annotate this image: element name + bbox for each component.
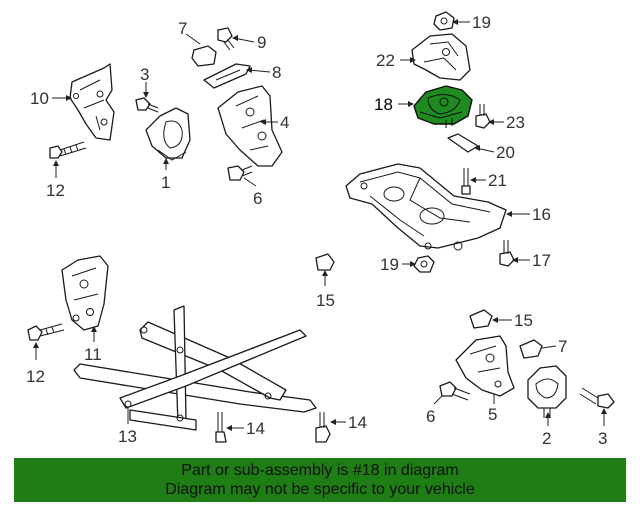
callout-3-lower: 3 xyxy=(598,429,607,448)
info-banner: Part or sub-assembly is #18 in diagram D… xyxy=(14,458,626,502)
part-17-bolt[interactable] xyxy=(499,240,515,267)
callout-8: 8 xyxy=(272,63,281,82)
part-12-bolt-lower[interactable] xyxy=(27,323,65,341)
callout-19-upper: 19 xyxy=(472,13,491,32)
part-6-bolt-upper[interactable] xyxy=(227,165,253,181)
part-7-pad-lower[interactable] xyxy=(519,339,543,359)
part-4-bracket[interactable] xyxy=(217,85,283,167)
callout-22: 22 xyxy=(376,51,395,70)
callout-14-right: 14 xyxy=(348,413,367,432)
part-1-engine-mount[interactable] xyxy=(145,107,191,161)
part-19-nut-lower[interactable] xyxy=(413,255,435,273)
part-15-pad-right[interactable] xyxy=(469,309,493,329)
callout-4: 4 xyxy=(280,113,289,132)
part-7-pad-upper[interactable] xyxy=(191,45,217,67)
callout-18-highlighted: 18 xyxy=(374,95,393,114)
callout-10: 10 xyxy=(30,89,49,108)
callout-19-lower: 19 xyxy=(380,255,399,274)
callout-11: 11 xyxy=(84,345,102,364)
part-11-bracket[interactable] xyxy=(61,255,109,331)
parts-diagram: 7 9 8 3 10 4 1 12 6 19 22 18 23 20 21 16… xyxy=(26,11,615,448)
callout-7-lower: 7 xyxy=(558,337,567,356)
part-3-bolt-lower[interactable] xyxy=(579,387,615,409)
part-15-pad-center[interactable] xyxy=(315,253,335,271)
part-8-plate[interactable] xyxy=(203,63,251,89)
part-18-transmission-mount-highlighted[interactable] xyxy=(413,85,473,128)
part-23-bolt[interactable] xyxy=(475,104,491,129)
part-2-mount[interactable] xyxy=(527,365,567,418)
banner-line-2: Diagram may not be specific to your vehi… xyxy=(165,481,475,498)
callout-15-right: 15 xyxy=(514,311,533,330)
part-10-bracket[interactable] xyxy=(69,63,115,141)
part-22-mount-bracket[interactable] xyxy=(411,33,471,81)
part-20-shim[interactable] xyxy=(447,133,479,153)
callout-3-upper: 3 xyxy=(140,65,149,84)
callout-12-upper: 12 xyxy=(46,181,65,200)
part-19-nut-upper[interactable] xyxy=(433,11,455,31)
part-16-crossmember[interactable] xyxy=(345,163,507,251)
callout-21: 21 xyxy=(488,171,507,190)
part-12-bolt-upper[interactable] xyxy=(49,141,87,159)
callout-14-left: 14 xyxy=(246,419,265,438)
part-3-bolt-upper[interactable] xyxy=(135,97,159,113)
callout-1: 1 xyxy=(161,173,170,192)
callout-13: 13 xyxy=(118,427,137,446)
callout-2: 2 xyxy=(542,429,551,448)
part-14-bolt-right[interactable] xyxy=(315,412,331,443)
callout-5: 5 xyxy=(488,405,497,424)
callout-6-upper: 6 xyxy=(253,189,262,208)
callout-17: 17 xyxy=(532,251,551,270)
part-9-bolt[interactable] xyxy=(217,27,235,51)
part-6-bolt-lower[interactable] xyxy=(439,381,471,401)
callout-7-upper: 7 xyxy=(178,19,187,38)
part-21-stud[interactable] xyxy=(461,168,471,195)
callout-9: 9 xyxy=(257,33,266,52)
callout-15-center: 15 xyxy=(316,291,335,310)
part-14-bolt-left[interactable] xyxy=(215,412,227,443)
banner-line-1: Part or sub-assembly is #18 in diagram xyxy=(181,462,459,479)
part-5-bracket[interactable] xyxy=(455,335,515,397)
callout-16: 16 xyxy=(532,205,551,224)
callout-6-lower: 6 xyxy=(426,407,435,426)
callout-20: 20 xyxy=(496,143,515,162)
leader-lines xyxy=(33,19,607,431)
part-13-brace-assembly[interactable] xyxy=(73,305,317,431)
callout-12-lower: 12 xyxy=(26,367,45,386)
callout-labels: 7 9 8 3 10 4 1 12 6 19 22 18 23 20 21 16… xyxy=(26,13,607,448)
callout-23: 23 xyxy=(506,113,525,132)
